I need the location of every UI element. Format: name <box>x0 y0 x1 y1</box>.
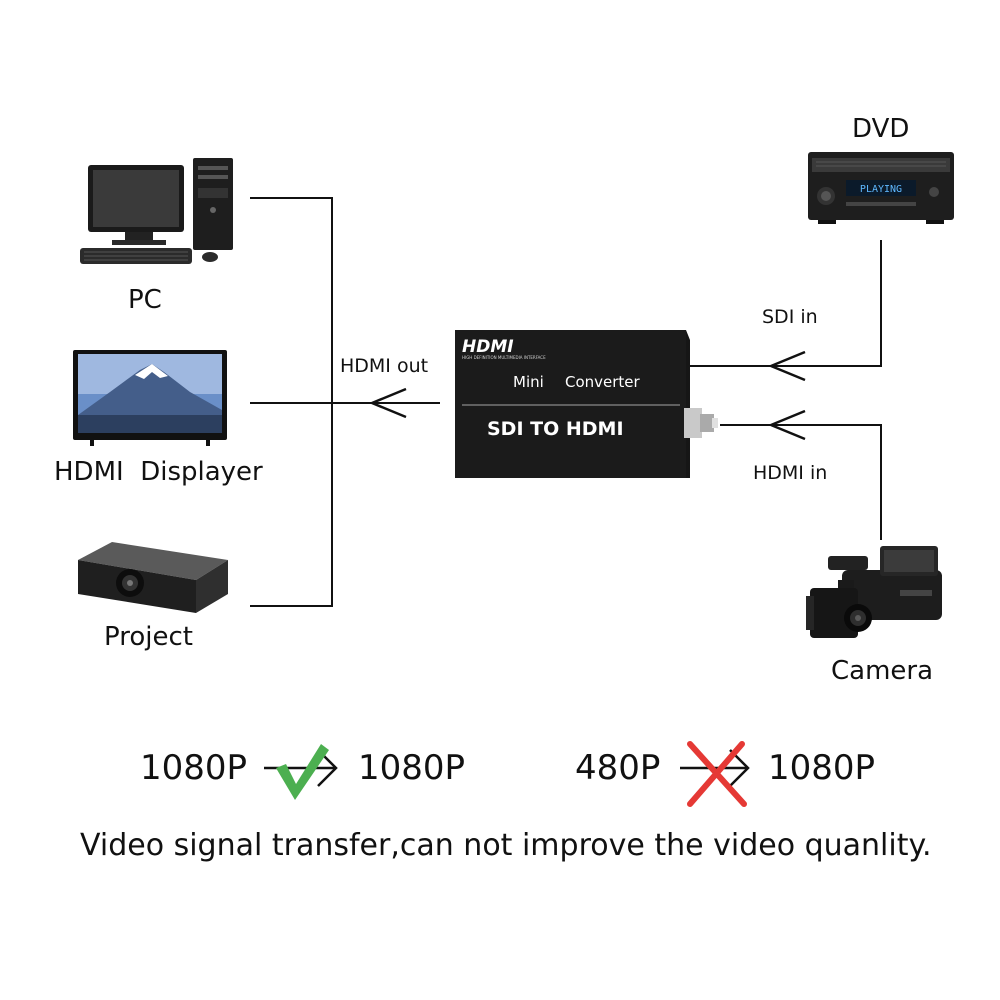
left-from-resolution: 1080P <box>140 748 248 788</box>
video-camera-icon <box>806 546 942 638</box>
hdmi-in-label: HDMI in <box>753 462 828 484</box>
projector-icon <box>78 542 228 613</box>
dvd-player-icon <box>808 152 954 224</box>
sdi-in-label: SDI in <box>762 306 818 328</box>
video-signal-note: Video signal transfer,can not improve th… <box>80 828 932 863</box>
converter-device <box>455 330 718 478</box>
left-to-resolution: 1080P <box>358 748 466 788</box>
converter-brand-subtext: HIGH DEFINITION MULTIMEDIA INTERFACE <box>462 355 546 360</box>
projector-label: Project <box>104 622 193 652</box>
converter-model: SDI TO HDMI <box>487 418 624 440</box>
pc-icon <box>80 158 233 264</box>
hdmi-in-arrow-icon <box>769 409 806 441</box>
converter-mini-label: Mini <box>513 373 544 391</box>
converter-brand: HDMI <box>462 337 514 357</box>
right-from-resolution: 480P <box>575 748 661 788</box>
hdmi-out-arrow-icon <box>370 387 407 419</box>
dvd-label: DVD <box>852 114 910 144</box>
dvd-screen-text: PLAYING <box>860 184 902 195</box>
cross-icon <box>687 741 747 807</box>
camera-label: Camera <box>831 656 934 686</box>
arrow-heads <box>370 350 806 441</box>
check-icon <box>276 744 329 800</box>
converter-label: Converter <box>565 373 641 391</box>
tv-icon <box>73 350 227 446</box>
pc-label: PC <box>128 285 162 315</box>
sdi-in-arrow-icon <box>769 350 806 382</box>
right-to-resolution: 1080P <box>768 748 876 788</box>
hdmi-out-label: HDMI out <box>340 355 429 377</box>
hdmi-displayer-label: HDMI Displayer <box>54 457 263 487</box>
